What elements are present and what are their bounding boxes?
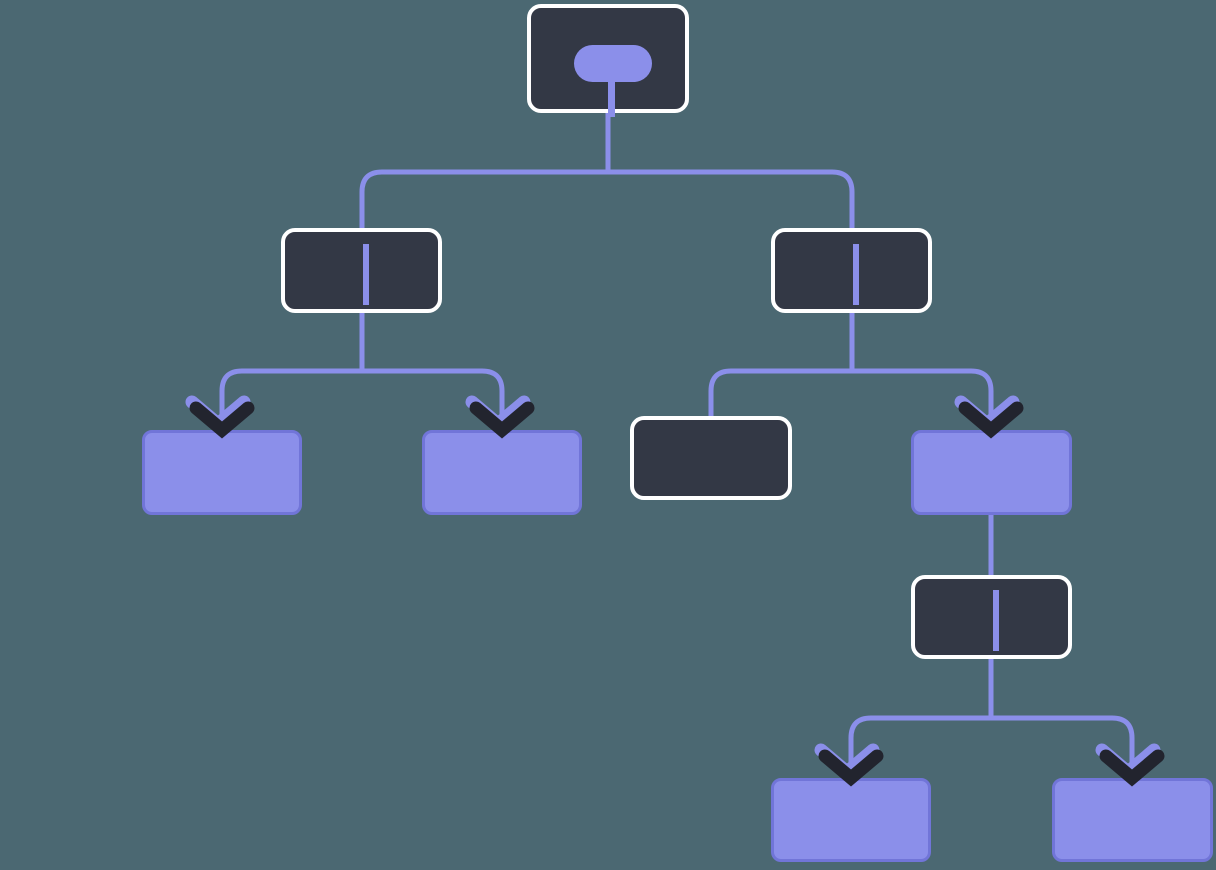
level5-node-b[interactable]	[1052, 778, 1213, 862]
level5-node-a[interactable]	[771, 778, 931, 862]
level2-right-node[interactable]	[771, 228, 932, 313]
root-stem-shape	[608, 82, 615, 117]
root-pill-shape	[574, 45, 652, 82]
node-through-line	[853, 244, 859, 305]
level2-left-node[interactable]	[281, 228, 442, 313]
level3-node-b[interactable]	[422, 430, 582, 515]
node-through-line	[363, 244, 369, 305]
level3-node-a[interactable]	[142, 430, 302, 515]
root-node[interactable]	[527, 4, 689, 117]
level3-node-d[interactable]	[911, 430, 1072, 515]
node-through-line	[993, 590, 999, 651]
level3-node-c[interactable]	[630, 416, 792, 500]
level4-node[interactable]	[911, 575, 1072, 659]
